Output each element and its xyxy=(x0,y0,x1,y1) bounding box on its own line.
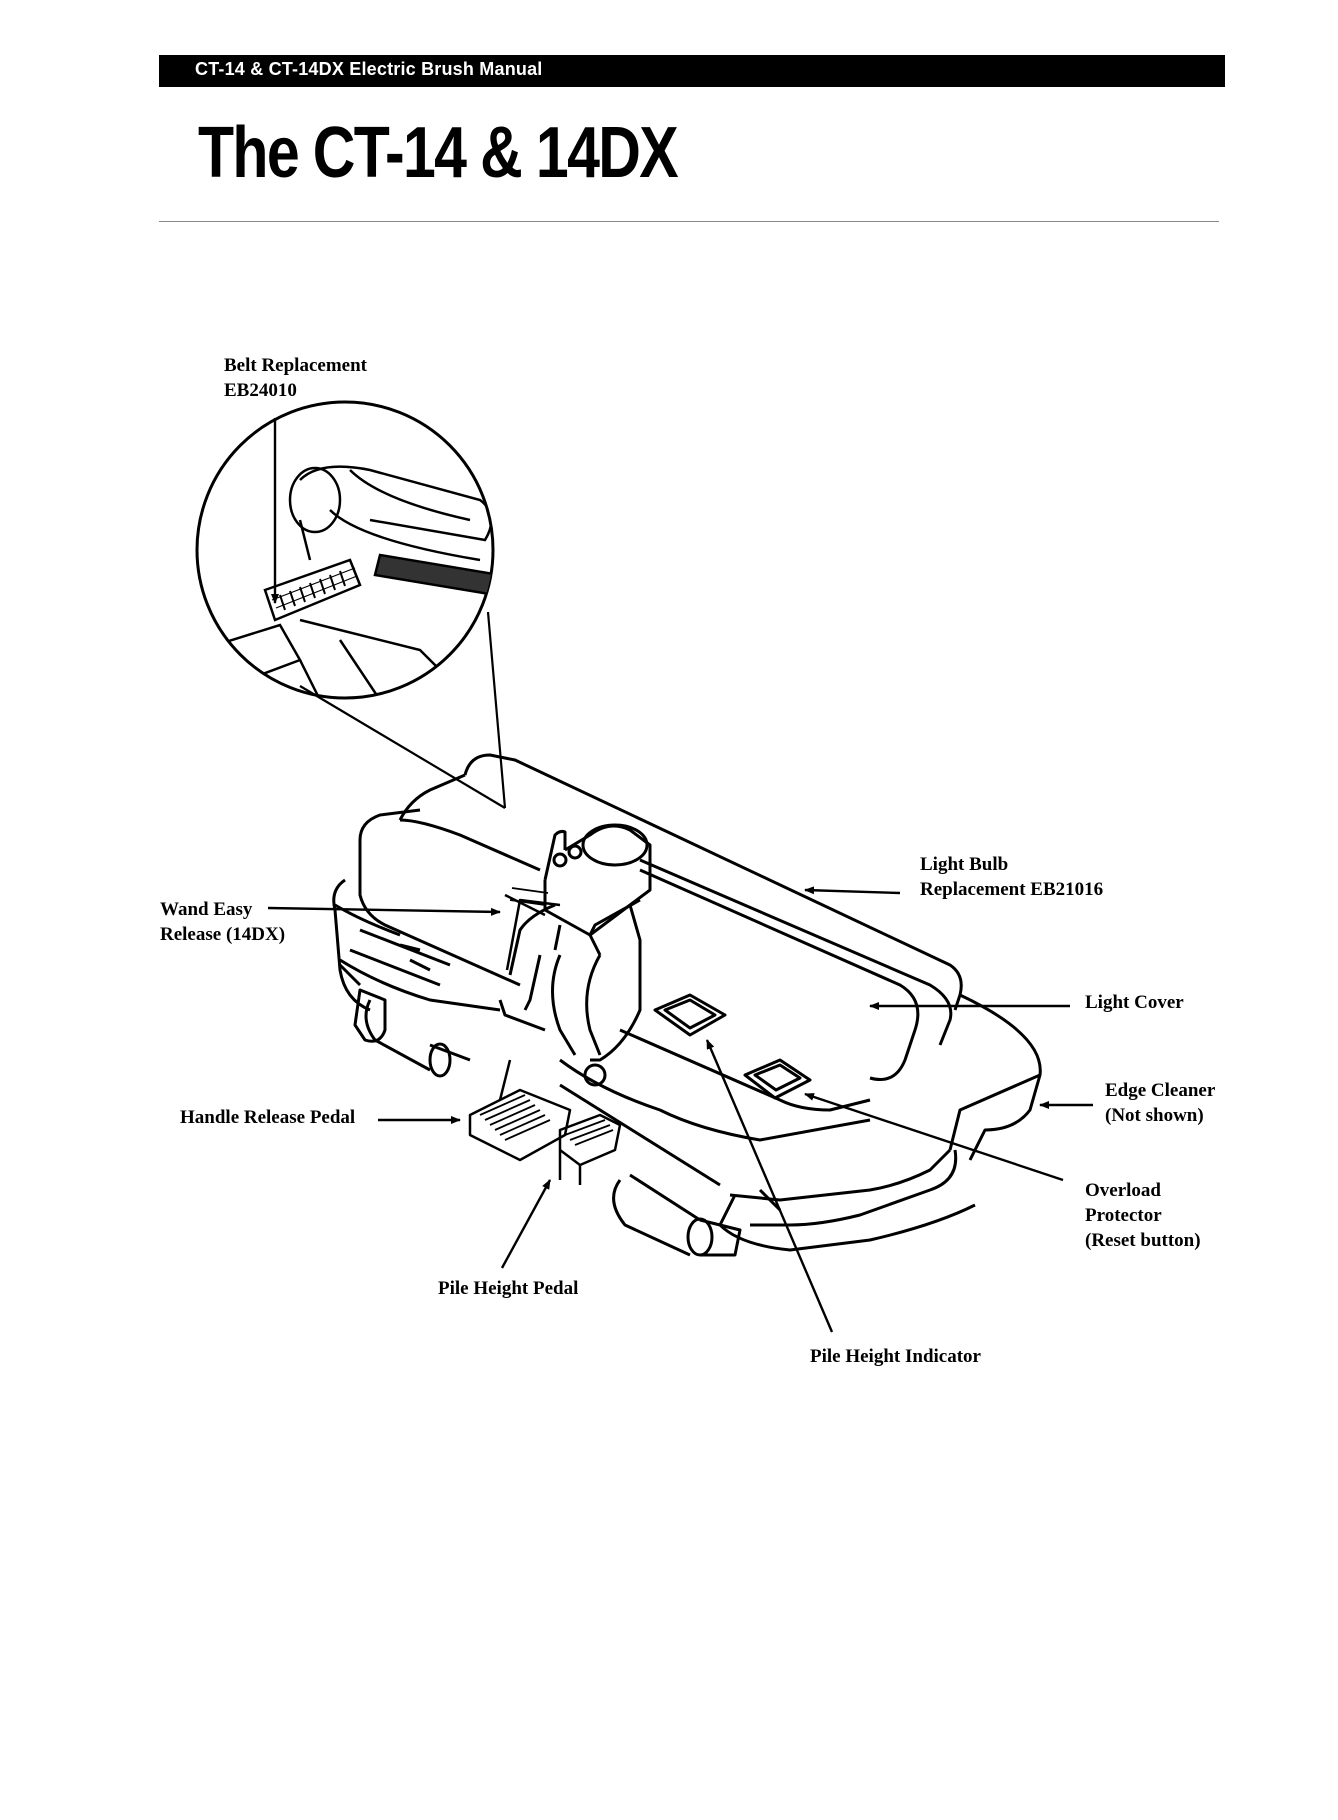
header-text: CT-14 & CT-14DX Electric Brush Manual xyxy=(195,59,543,79)
label-line: Edge Cleaner xyxy=(1105,1080,1216,1101)
label-line: Release (14DX) xyxy=(160,924,286,945)
label-belt-replacement: Belt Replacement EB24010 xyxy=(224,353,367,403)
label-line: (Not shown) xyxy=(1105,1105,1204,1126)
label-wand-easy-release: Wand Easy Release (14DX) xyxy=(160,897,285,947)
belt-zoom-inset xyxy=(195,400,495,700)
label-line: Overload xyxy=(1085,1180,1161,1201)
label-line: EB24010 xyxy=(224,380,297,401)
label-line: Light Bulb xyxy=(920,854,1009,875)
label-edge-cleaner: Edge Cleaner (Not shown) xyxy=(1105,1078,1215,1128)
label-handle-release-pedal: Handle Release Pedal xyxy=(180,1107,356,1128)
title-divider xyxy=(159,221,1219,222)
label-line: Protector xyxy=(1085,1205,1162,1226)
pedals xyxy=(468,887,622,1185)
label-pile-height-indicator: Pile Height Indicator xyxy=(810,1346,981,1367)
label-light-cover: Light Cover xyxy=(1085,992,1184,1013)
header-bar: CT-14 & CT-14DX Electric Brush Manual xyxy=(159,55,1225,87)
label-line: (Reset button) xyxy=(1085,1230,1201,1251)
label-line: Belt Replacement xyxy=(224,355,367,376)
label-line: Replacement EB21016 xyxy=(920,879,1104,900)
page-title: The CT-14 & 14DX xyxy=(198,113,679,193)
label-pile-height-pedal: Pile Height Pedal xyxy=(438,1278,579,1299)
label-overload-protector: Overload Protector (Reset button) xyxy=(1085,1178,1201,1253)
label-line: Wand Easy xyxy=(160,899,253,920)
zoom-connector-lines xyxy=(299,611,507,809)
brush-body xyxy=(332,753,1042,1257)
label-light-bulb: Light Bulb Replacement EB21016 xyxy=(920,852,1103,902)
handle-neck xyxy=(498,823,652,1087)
pointer-arrows xyxy=(267,418,1093,1333)
